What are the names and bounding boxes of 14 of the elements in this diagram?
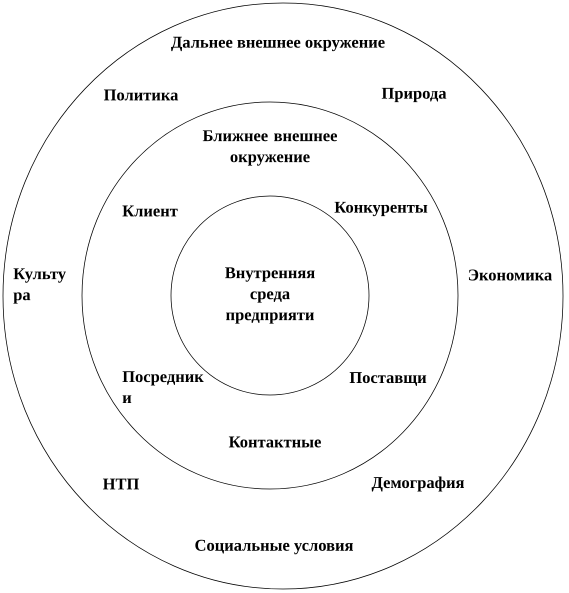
factor-label: Политика	[104, 90, 178, 100]
factor-label: Социальные условия	[195, 540, 354, 554]
factor-label: НТП	[102, 478, 140, 490]
factor-label: Культу ра	[13, 268, 66, 304]
factor-label: Конкуренты	[334, 202, 428, 216]
factor-label: Природа	[382, 88, 446, 102]
factor-label: Демография	[372, 476, 464, 492]
factor-label: Посредник и	[122, 371, 204, 403]
factor-label: Клиент	[122, 206, 178, 216]
factor-label: Контактные	[228, 436, 321, 448]
ring-heading: Дальнее внешнее окружение	[171, 36, 385, 52]
factor-label: Поставщи	[350, 372, 426, 386]
factor-label: Экономика	[468, 269, 552, 281]
ring-heading: Ближнее внешнее окружение	[202, 130, 338, 166]
